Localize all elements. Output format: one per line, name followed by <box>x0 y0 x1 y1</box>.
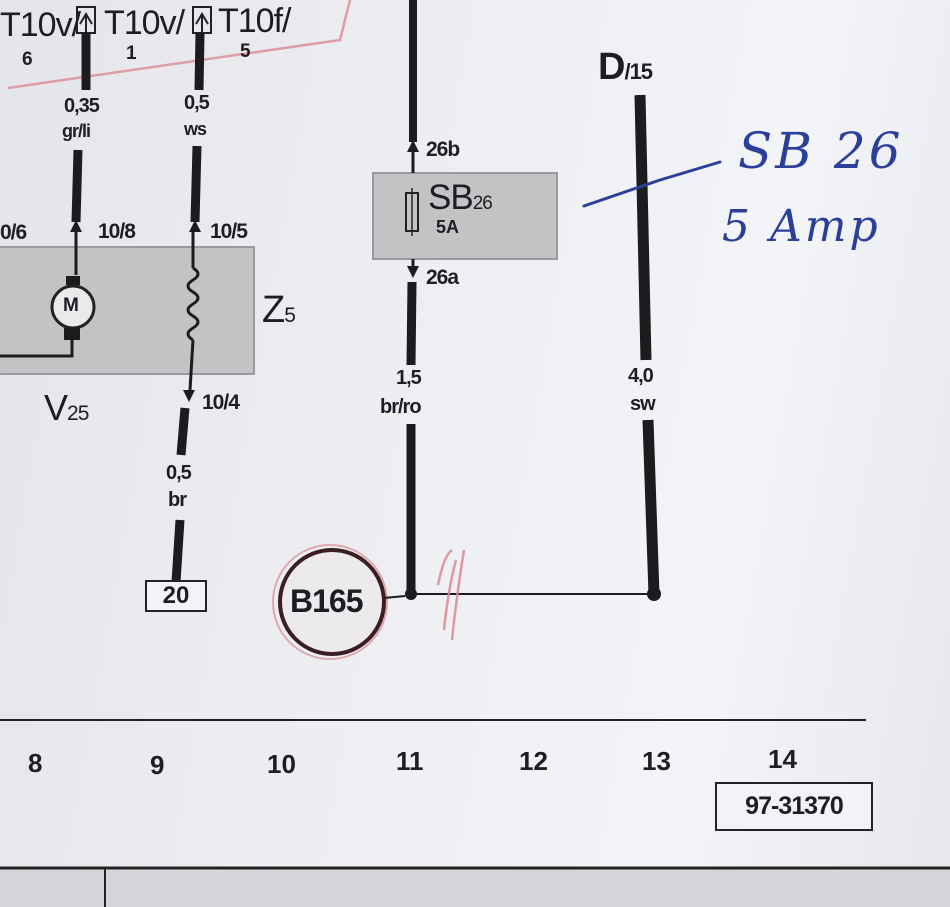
connector-t10v-6-pin: 6 <box>22 49 33 70</box>
pink-outline-mark <box>7 0 352 90</box>
connector-t10v-6: T10v/ <box>0 6 81 44</box>
connector-t10v-1-pin: 1 <box>126 43 137 64</box>
component-v25-label: V25 <box>44 387 89 428</box>
wire-color-col13: sw <box>630 393 656 415</box>
wire-size-col9-lower: 0,5 <box>166 462 192 484</box>
pin-label-0-6: 0/6 <box>0 221 27 244</box>
pin-label-26b: 26b <box>426 138 460 161</box>
junction-dot <box>405 588 417 600</box>
fuse-sb26-label: SB26 <box>428 178 493 217</box>
sb26-fuse-box <box>372 172 558 260</box>
junction-dot <box>647 587 661 601</box>
pin-label-10-8: 10/8 <box>98 220 136 243</box>
wire-color-col8: gr/li <box>62 121 91 141</box>
handwritten-annotation-line1: SB 26 <box>738 122 904 180</box>
wire-col9 <box>190 145 202 223</box>
column-number-14: 14 <box>768 744 797 774</box>
fuse-rating-label: 5A <box>436 217 460 237</box>
connector-t10f-5-pin: 5 <box>240 41 251 62</box>
wire-col9-top <box>194 32 205 91</box>
handwritten-pointer-stroke <box>582 160 722 208</box>
column-number-11: 11 <box>396 746 424 776</box>
pin-label-26a: 26a <box>426 266 459 289</box>
pink-ground-mark <box>272 544 388 660</box>
wire-color-col9-lower: br <box>168 489 187 511</box>
component-z5-label: Z5 <box>262 289 296 331</box>
connector-t10v-1: T10v/ <box>104 4 185 42</box>
wire-size-col11: 1,5 <box>396 367 422 389</box>
connector-t10f-5: T10f/ <box>218 2 291 40</box>
v25-z5-component-box <box>0 246 255 375</box>
terminal-d15-label: D/15 <box>598 46 653 88</box>
motor-label: M <box>63 295 79 316</box>
column-number-10: 10 <box>267 749 296 779</box>
wire-col11 <box>406 281 417 366</box>
pin-label-10-5: 10/5 <box>210 220 248 243</box>
arrow-up-icon <box>189 220 201 232</box>
wire-size-col9: 0,5 <box>184 92 210 114</box>
pink-tick-mark <box>436 548 466 641</box>
column-number-8: 8 <box>28 748 43 778</box>
ground-point-circle <box>278 548 386 656</box>
wire-col8 <box>71 149 83 223</box>
wire-color-col11: br/ro <box>380 396 422 418</box>
arrow-down-icon <box>183 390 195 402</box>
pin-label-10-4: 10/4 <box>202 391 240 414</box>
arrow-up-icon <box>70 220 82 232</box>
column-number-9: 9 <box>150 750 165 780</box>
wire-col13-lower <box>642 419 660 595</box>
wire-size-col8: 0,35 <box>64 95 100 117</box>
arrow-down-icon <box>407 266 419 278</box>
drawing-number-box: 97-31370 <box>715 782 873 831</box>
ground-point-label: B165 <box>290 583 363 619</box>
page-bottom-edge <box>0 868 950 907</box>
wire-col9-bottom <box>171 519 185 583</box>
column-number-13: 13 <box>642 746 671 776</box>
handwritten-annotation-line2: 5 Amp <box>722 201 881 252</box>
column-number-12: 12 <box>519 746 548 776</box>
wire-color-col9: ws <box>184 119 207 139</box>
heating-element-icon <box>186 266 200 342</box>
wire-col13 <box>634 94 652 361</box>
arrow-up-icon <box>407 140 419 152</box>
wire-size-col13: 4,0 <box>628 365 654 387</box>
wire-col9-lower <box>176 407 190 456</box>
reference-box-20: 20 <box>145 580 207 612</box>
